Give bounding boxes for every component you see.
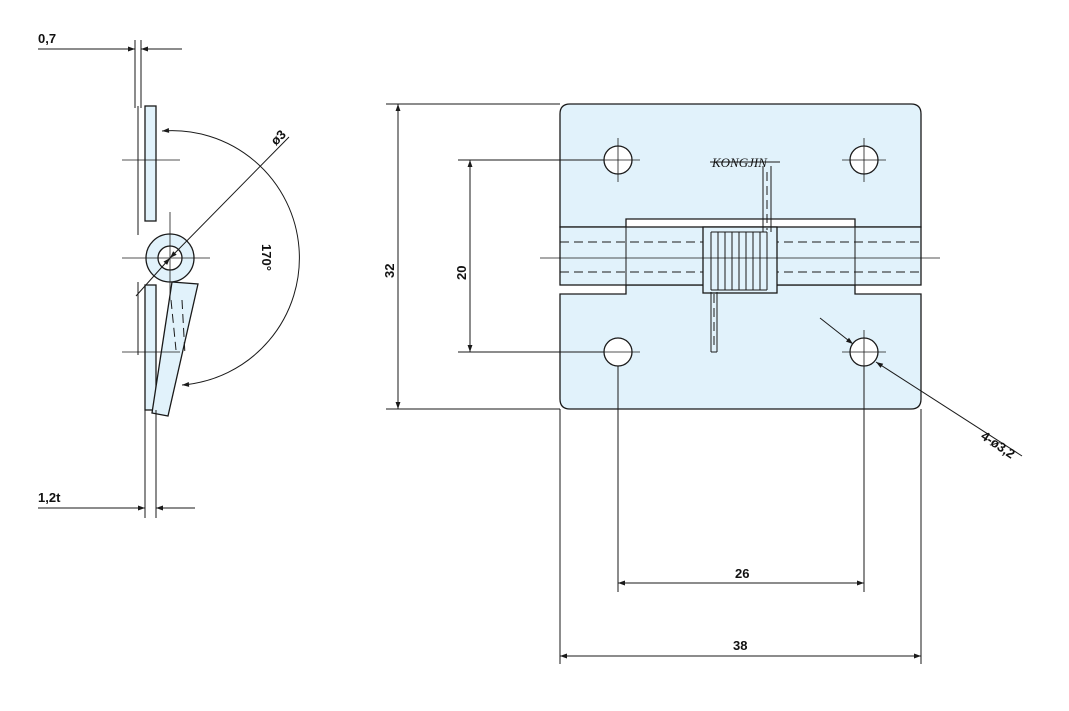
side-leaf-rotated bbox=[151, 281, 199, 417]
width-label: 38 bbox=[733, 638, 747, 653]
front-spring bbox=[702, 226, 778, 294]
holes-label: 4-ø3,2 bbox=[978, 428, 1018, 461]
thickness-top-label: 0,7 bbox=[38, 31, 56, 46]
horizontal-pitch-label: 26 bbox=[735, 566, 749, 581]
side-view: 0,7 1,2t ø3 170° bbox=[38, 31, 300, 518]
vertical-pitch-label: 20 bbox=[454, 266, 469, 280]
thickness-bottom-label: 1,2t bbox=[38, 490, 61, 505]
pin-diameter-label: ø3 bbox=[268, 127, 289, 148]
front-leaf-lower bbox=[559, 284, 922, 410]
side-leaf-lower bbox=[144, 284, 157, 411]
front-view: KONGJIN 32 20 26 38 4-ø3,2 bbox=[382, 103, 1023, 664]
height-label: 32 bbox=[382, 264, 397, 278]
side-leaf-upper bbox=[144, 105, 157, 222]
opening-angle-label: 170° bbox=[259, 244, 274, 271]
opening-angle-arc bbox=[161, 128, 300, 387]
